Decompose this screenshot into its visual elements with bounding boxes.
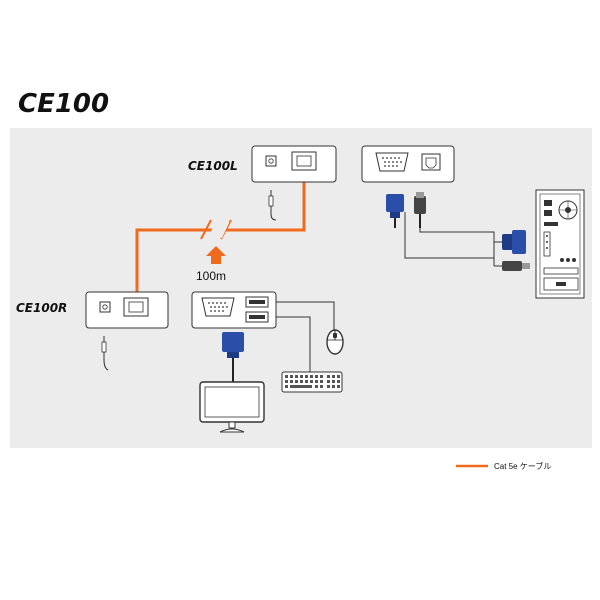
vga-port-icon [201,297,235,317]
remote-unit-label: CE100R [16,301,67,315]
local-unit-label: CE100L [188,159,238,173]
monitor-icon [199,381,265,433]
vga-plug-icon [502,230,526,254]
legend-label: Cat 5e ケーブル [494,461,551,471]
usb-plug-icon [502,261,530,271]
usb-a-port-icon [245,311,269,323]
local-unit-front [251,145,337,183]
vga-port-icon [375,152,409,172]
remote-unit-front [85,291,169,329]
remote-unit-rear [191,291,277,329]
keyboard-icon [281,371,343,393]
power-cable-local [268,190,277,221]
rj45-port-icon [291,151,317,171]
power-cable-remote [101,336,109,371]
vga-plug-icon [222,332,244,382]
page-title: CE100 [18,89,109,119]
peripheral-cables [276,301,335,372]
vga-plug-icon [386,194,404,228]
rj45-port-icon [123,297,149,317]
legend: Cat 5e ケーブル [456,461,551,471]
usb-plug-icon [414,192,426,228]
cable-break-mark [200,219,212,240]
usb-a-port-icon [245,296,269,308]
distance-label: 100m [196,269,226,283]
mouse-icon [326,329,344,355]
power-jack-icon [99,301,111,313]
pc-tower-icon [535,189,585,299]
pc-cables [386,192,530,271]
power-jack-icon [265,155,277,167]
cat5e-cable [135,175,306,292]
local-unit-rear [361,145,455,183]
usb-b-port-icon [421,153,441,171]
distance-arrow [206,246,226,264]
